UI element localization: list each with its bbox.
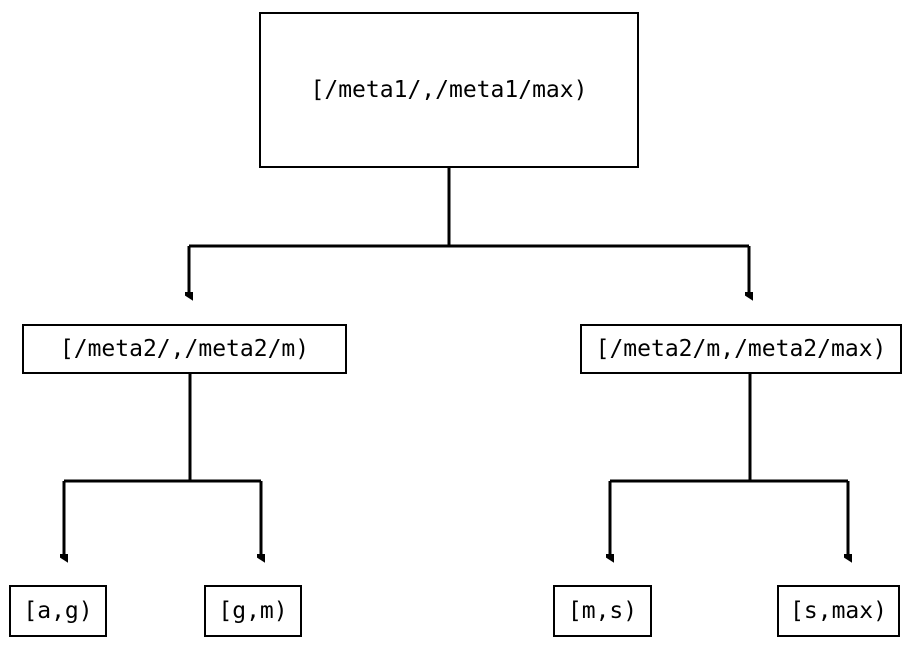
- tree-node-leaf-s-max[interactable]: [s,max): [777, 585, 900, 637]
- tree-node-leaf-a-g[interactable]: [a,g): [9, 585, 107, 637]
- tree-node-level2-right[interactable]: [/meta2/m,/meta2/max): [580, 324, 902, 374]
- edge-level2-left-to-leaves: [64, 374, 261, 554]
- edge-level2-right-to-leaves: [610, 374, 848, 554]
- edge-root-to-level2: [189, 168, 749, 292]
- tree-node-root[interactable]: [/meta1/,/meta1/max): [259, 12, 639, 168]
- tree-node-level2-left[interactable]: [/meta2/,/meta2/m): [22, 324, 347, 374]
- tree-node-leaf-m-s[interactable]: [m,s): [553, 585, 652, 637]
- tree-node-leaf-g-m[interactable]: [g,m): [204, 585, 302, 637]
